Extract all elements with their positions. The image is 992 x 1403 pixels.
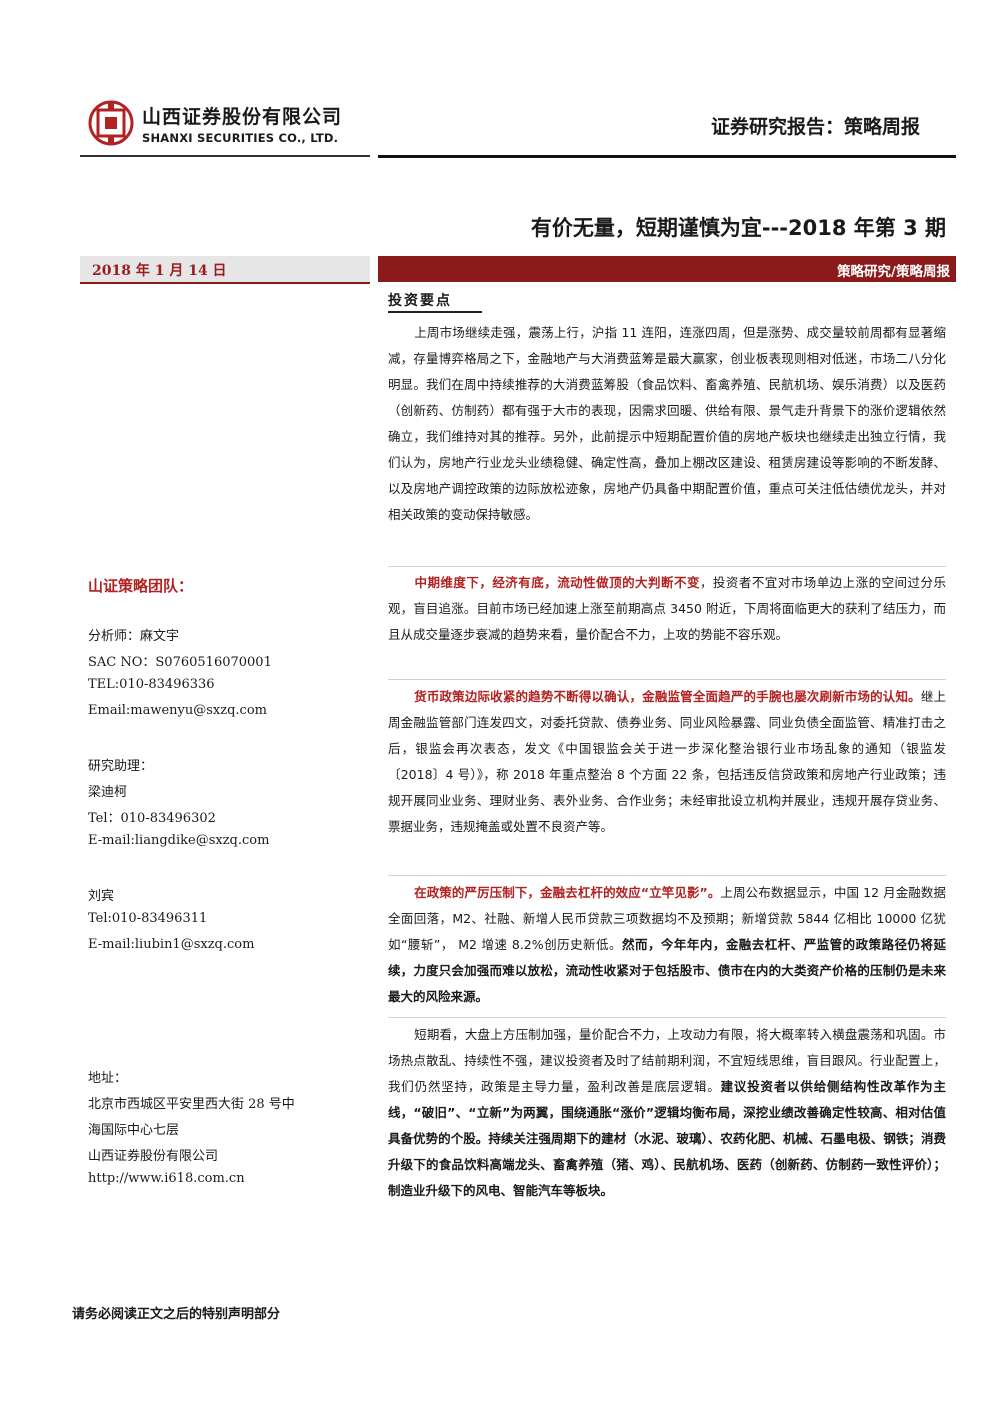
report-type-label: 证券研究报告：策略周报	[710, 116, 920, 138]
company-website-link[interactable]: http://www.i618.com.cn	[88, 1171, 245, 1186]
header-divider-right	[378, 155, 956, 158]
key-points-heading: 投资要点	[388, 290, 482, 313]
analyst-email: Email:mawenyu@sxzq.com	[88, 703, 267, 718]
category-bar	[378, 256, 956, 282]
paragraph-lead: 中期维度下，经济有底，流动性做顶的大判断不变	[414, 575, 700, 590]
analyst-sac-number: SAC NO：S0760516070001	[88, 655, 272, 670]
analyst-name: 分析师：麻文宇	[88, 629, 180, 644]
assistant-phone: Tel:010-83496311	[88, 911, 208, 926]
paragraph-text: 上周市场继续走强，震荡上行，沪指 11 连阳，连涨四周，但是涨势、成交量较前周都…	[388, 325, 946, 522]
paragraph-deleveraging: 在政策的严厉压制下，金融去杠杆的效应“立竿见影”。上周公布数据显示，中国 12 …	[388, 880, 946, 1010]
address-line: 海国际中心七层	[88, 1123, 180, 1138]
address-label: 地址：	[88, 1071, 128, 1086]
assistant-label: 研究助理：	[88, 759, 154, 774]
paragraph-lead: 在政策的严厉压制下，金融去杠杆的效应“立竿见影”。	[414, 885, 721, 900]
assistant-name: 刘宾	[88, 889, 115, 904]
date-bar	[80, 256, 370, 284]
company-logo-icon	[88, 100, 134, 146]
paragraph-text: ，投资者不宜对市场单边上涨的空间过分乐观，盲目追涨。目前市场已经加速上涨至前期高…	[388, 575, 946, 642]
assistant-email: E-mail:liubin1@sxzq.com	[88, 937, 255, 952]
paragraph-market-review: 上周市场继续走强，震荡上行，沪指 11 连阳，连涨四周，但是涨势、成交量较前周都…	[388, 320, 946, 528]
header-divider-left	[80, 155, 370, 157]
paragraph-separator	[388, 679, 946, 680]
paragraph-mid-term-view: 中期维度下，经济有底，流动性做顶的大判断不变，投资者不宜对市场单边上涨的空间过分…	[388, 570, 946, 648]
paragraph-text: 继上周金融监管部门连发四文，对委托贷款、债券业务、同业风险暴露、同业负债全面监管…	[388, 689, 946, 834]
disclaimer-note: 请务必阅读正文之后的特别声明部分	[72, 1307, 281, 1322]
paragraph-emphasis: 然而，今年年内，金融去杠杆、严监管的政策路径仍将延续，力度只会加强而难以放松，流…	[388, 937, 946, 1004]
assistant-email: E-mail:liangdike@sxzq.com	[88, 833, 270, 848]
paragraph-monetary-policy: 货币政策边际收紧的趋势不断得以确认，金融监管全面趋严的手腕也屡次刷新市场的认知。…	[388, 684, 946, 840]
team-title: 山证策略团队：	[88, 577, 194, 595]
company-name-cn: 山西证券股份有限公司	[142, 106, 343, 128]
company-name-en: SHANXI SECURITIES CO., LTD.	[142, 131, 339, 145]
paragraph-emphasis: 建议投资者以供给侧结构性改革作为主线，“破旧”、“立新”为两翼，围绕通胀“涨价”…	[388, 1079, 946, 1198]
report-category: 策略研究/策略周报	[837, 264, 950, 280]
analyst-phone: TEL:010-83496336	[88, 677, 215, 692]
address-company: 山西证券股份有限公司	[88, 1149, 219, 1164]
address-line: 北京市西城区平安里西大街 28 号中	[88, 1097, 295, 1112]
paragraph-text: 上周公布数据显示，中国 12 月金融数据全面回落，M2、社融、新增人民币贷款三项…	[388, 885, 946, 952]
assistant-phone: Tel：010-83496302	[88, 811, 216, 826]
paragraph-separator	[388, 1017, 946, 1018]
paragraph-separator	[388, 566, 946, 567]
paragraph-lead: 货币政策边际收紧的趋势不断得以确认，金融监管全面趋严的手腕也屡次刷新市场的认知。	[414, 689, 921, 704]
assistant-name: 梁迪柯	[88, 785, 128, 800]
paragraph-text: 短期看，大盘上方压制加强，量价配合不力，上攻动力有限，将大概率转入横盘震荡和巩固…	[388, 1027, 946, 1094]
paragraph-short-term-strategy: 短期看，大盘上方压制加强，量价配合不力，上攻动力有限，将大概率转入横盘震荡和巩固…	[388, 1022, 946, 1204]
report-title: 有价无量，短期谨慎为宜---2018 年第 3 期	[530, 216, 946, 240]
paragraph-separator	[388, 875, 946, 876]
report-date: 2018 年 1 月 14 日	[92, 263, 227, 279]
